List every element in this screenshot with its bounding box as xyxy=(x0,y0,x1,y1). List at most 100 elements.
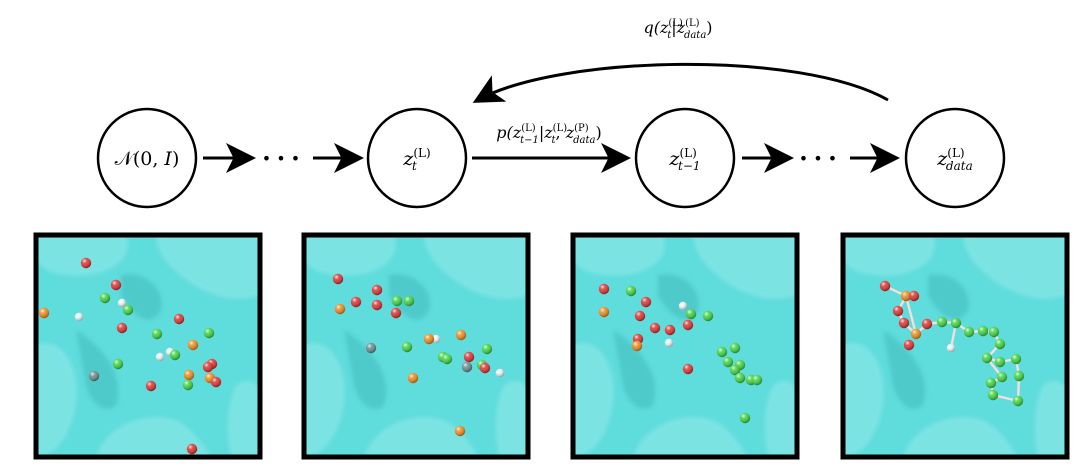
atom-highlight xyxy=(202,361,214,373)
atom-highlight xyxy=(734,372,746,384)
molecule-panels xyxy=(33,232,1070,460)
atom-highlight xyxy=(598,283,610,295)
atom-highlight xyxy=(598,306,610,318)
node-z-data xyxy=(904,107,1006,209)
atom-highlight xyxy=(116,322,128,334)
atom-highlight xyxy=(910,328,922,340)
atom-highlight xyxy=(892,305,904,317)
atom-highlight xyxy=(739,412,751,424)
atom-highlight xyxy=(481,343,493,355)
panel-noise-t-minus-1 xyxy=(570,232,800,460)
panel-frame xyxy=(33,232,263,460)
forward-process-label: q(z(L)t|z(L)data) xyxy=(643,18,712,41)
atom-highlight xyxy=(463,351,475,363)
atom-highlight xyxy=(640,296,652,308)
atom-highlight xyxy=(350,296,362,308)
atom-highlight xyxy=(977,325,989,337)
atom-highlight xyxy=(900,290,912,302)
atom-highlight xyxy=(431,334,441,344)
node-z-data-label: z(L)data xyxy=(936,146,972,174)
atom-highlight xyxy=(495,368,505,378)
atom-highlight xyxy=(981,352,993,364)
atom-highlight xyxy=(390,307,402,319)
atom-highlight xyxy=(371,284,383,296)
atom-highlight xyxy=(334,303,346,315)
node-z-t xyxy=(366,107,468,209)
atom-highlight xyxy=(183,369,195,381)
atom-highlight xyxy=(751,374,763,386)
atom-highlight xyxy=(996,371,1008,383)
panel-frame xyxy=(840,232,1070,460)
atom-highlight xyxy=(879,280,891,292)
atom-highlight xyxy=(74,312,84,322)
markov-chain: 𝒩(0, I) z(L)t z(L)t−1 z(L)data • • • • •… xyxy=(96,18,1006,209)
atom-highlight xyxy=(401,341,413,353)
atom-highlight xyxy=(112,358,124,370)
atom-highlight xyxy=(921,318,933,330)
atom-highlight xyxy=(454,425,466,437)
atom-highlight xyxy=(423,333,435,345)
atom-highlight xyxy=(407,372,419,384)
atom-highlight xyxy=(950,317,962,329)
atom-highlight xyxy=(110,279,122,291)
atom-highlight xyxy=(169,349,181,361)
atom-highlight xyxy=(455,329,467,341)
atom-highlight xyxy=(155,352,165,362)
atom-highlight xyxy=(625,285,637,297)
node-prior-label: 𝒩(0, I) xyxy=(115,148,180,170)
panel-frame xyxy=(301,232,531,460)
panel-noise-t-max xyxy=(33,232,263,460)
atom-highlight xyxy=(963,326,975,338)
node-prior xyxy=(96,107,198,209)
atom-highlight xyxy=(187,339,199,351)
atom-highlight xyxy=(461,361,473,373)
atom-highlight xyxy=(664,338,674,348)
panel-data xyxy=(840,232,1070,460)
atom-highlight xyxy=(1010,353,1022,365)
atom-highlight xyxy=(186,443,198,455)
node-z-t-minus-1 xyxy=(634,107,736,209)
atom-highlight xyxy=(682,363,694,375)
atom-highlight xyxy=(1012,395,1024,407)
node-z-t-label: z(L)t xyxy=(402,146,430,174)
atom-highlight xyxy=(88,370,100,382)
atom-highlight xyxy=(678,301,688,311)
atom-highlight xyxy=(985,377,997,389)
bond xyxy=(904,295,918,335)
atom-highlight xyxy=(145,380,157,392)
atom-highlight xyxy=(994,338,1006,350)
reverse-process-label: p(z(L)t−1|z(L)t, z(P)data) xyxy=(496,123,601,146)
atom-highlight xyxy=(210,376,222,388)
panel-frame xyxy=(570,232,800,460)
panel-noise-t xyxy=(301,232,531,460)
atom-highlight xyxy=(99,292,111,304)
atom-highlight xyxy=(682,319,694,331)
node-z-t-minus-1-label: z(L)t−1 xyxy=(668,146,700,174)
ellipsis-1: • • • xyxy=(262,149,300,168)
atom-highlight xyxy=(403,295,415,307)
atom-highlight xyxy=(203,327,215,339)
atom-highlight xyxy=(898,317,910,329)
atom-highlight xyxy=(702,310,714,322)
atom-highlight xyxy=(332,273,344,285)
atom-highlight xyxy=(631,340,643,352)
atom-highlight xyxy=(685,308,697,320)
atom-highlight xyxy=(664,324,676,336)
atom-highlight xyxy=(634,310,646,322)
atom-highlight xyxy=(365,342,377,354)
atom-highlight xyxy=(729,342,741,354)
atom-highlight xyxy=(729,364,741,376)
forward-process-arrow xyxy=(472,62,889,103)
atom-highlight xyxy=(722,356,734,368)
atom-highlight xyxy=(908,290,920,302)
atom-highlight xyxy=(117,298,127,308)
atom-highlight xyxy=(151,328,163,340)
atom-highlight xyxy=(994,356,1006,368)
atom-highlight xyxy=(391,295,403,307)
atom-highlight xyxy=(122,304,134,316)
atom-highlight xyxy=(182,379,194,391)
atom-highlight xyxy=(987,389,999,401)
atom-highlight xyxy=(38,307,50,319)
atom-highlight xyxy=(441,353,453,365)
